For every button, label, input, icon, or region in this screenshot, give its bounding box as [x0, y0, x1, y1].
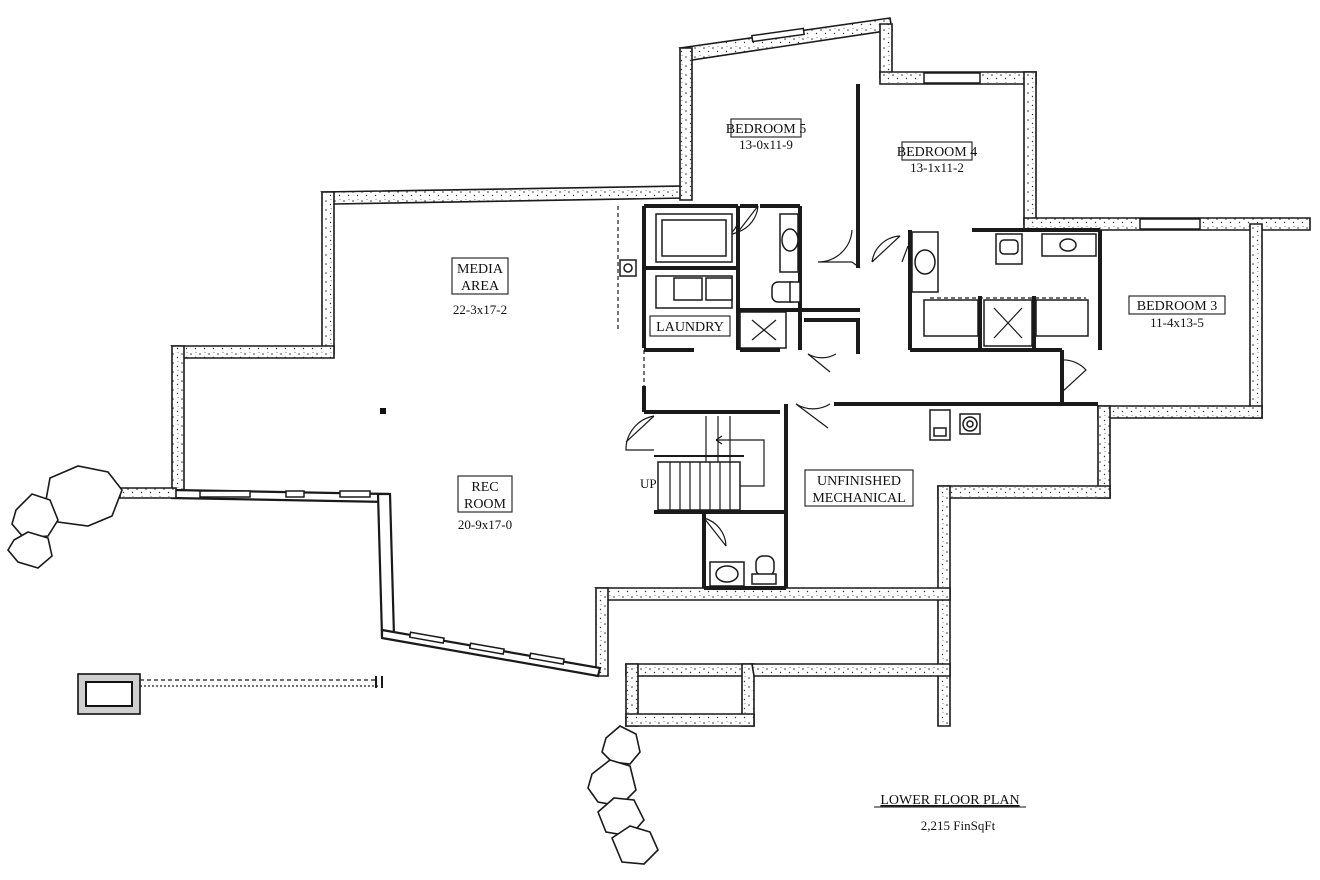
mechanical-name-line2: MECHANICAL — [812, 491, 905, 506]
landscape-stones — [7, 465, 659, 865]
stairs — [654, 416, 765, 511]
interior-walls — [642, 84, 1102, 590]
mechanical-name-line1: UNFINISHED — [817, 474, 901, 489]
laundry-name: LAUNDRY — [656, 320, 724, 335]
room-label-laundry: LAUNDRY — [649, 315, 731, 337]
fixtures — [380, 213, 1097, 587]
bedroom4-name: BEDROOM 4 — [897, 145, 978, 160]
media-dims: 22-3x17-2 — [453, 302, 507, 317]
bedroom5-name: BEDROOM 5 — [726, 122, 807, 137]
room-label-bedroom5: BEDROOM 5 13-0x11-9 — [726, 118, 807, 152]
bedroom4-dims: 13-1x11-2 — [910, 160, 964, 175]
windows — [199, 27, 1201, 665]
plan-title-block: LOWER FLOOR PLAN 2,215 FinSqFt — [874, 793, 1026, 833]
rec-name-line1: REC — [471, 480, 498, 495]
bedroom3-dims: 11-4x13-5 — [1150, 315, 1204, 330]
exterior-walls — [119, 17, 1311, 727]
dashed-openings — [617, 206, 1086, 392]
room-label-bedroom3: BEDROOM 3 11-4x13-5 — [1128, 295, 1226, 330]
bedroom3-name: BEDROOM 3 — [1137, 299, 1218, 314]
room-label-media: MEDIA AREA 22-3x17-2 — [451, 257, 509, 317]
rec-dims: 20-9x17-0 — [458, 517, 512, 532]
media-name-line2: AREA — [461, 279, 500, 294]
plan-area: 2,215 FinSqFt — [921, 818, 996, 833]
stairs-up-label: UP — [640, 476, 657, 491]
plan-title: LOWER FLOOR PLAN — [880, 793, 1019, 808]
outdoor-pad — [77, 673, 383, 715]
media-name-line1: MEDIA — [457, 262, 504, 277]
bedroom5-dims: 13-0x11-9 — [739, 137, 793, 152]
room-label-mechanical: UNFINISHED MECHANICAL — [804, 469, 914, 507]
doors — [625, 205, 1087, 547]
room-label-bedroom4: BEDROOM 4 13-1x11-2 — [897, 141, 978, 175]
rec-name-line2: ROOM — [464, 497, 507, 512]
room-label-rec: REC ROOM 20-9x17-0 — [457, 475, 513, 532]
